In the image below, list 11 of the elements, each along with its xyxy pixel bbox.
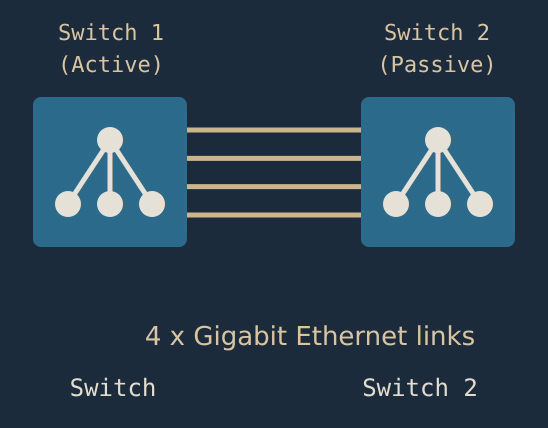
link-line xyxy=(187,156,361,161)
switch-box xyxy=(361,97,515,247)
switch-label: Switch 2 xyxy=(362,374,478,402)
switch-label: Switch xyxy=(70,374,156,402)
caption-text: 4 x Gigabit Ethernet links xyxy=(144,322,476,352)
link-line xyxy=(187,128,361,132)
link-line xyxy=(187,212,361,218)
switch-heading: Switch 1 (Active) xyxy=(57,20,165,80)
switch-heading: Switch 2 (Passive) xyxy=(376,20,498,80)
link-line xyxy=(187,184,361,190)
switch-box xyxy=(33,97,187,247)
